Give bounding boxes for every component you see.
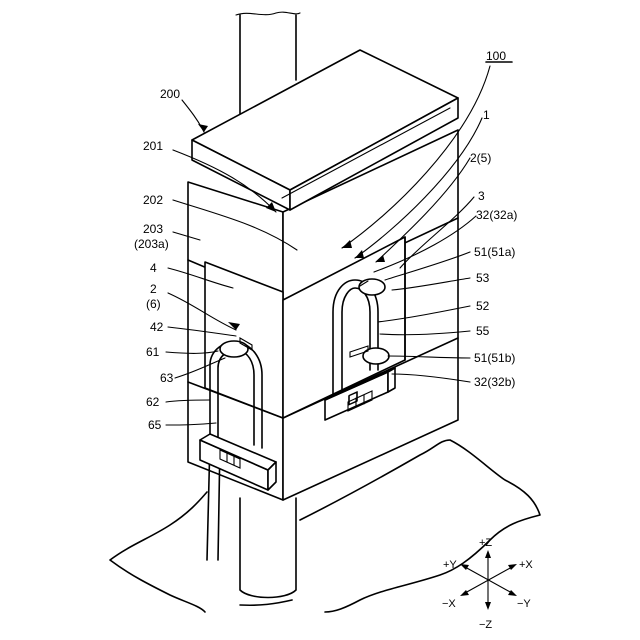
- label-1: 1: [483, 108, 490, 122]
- label-201: 201: [143, 139, 163, 153]
- label-53: 53: [476, 271, 490, 285]
- axis-plus-z: +Z: [479, 537, 492, 549]
- axis-minus-y: −Y: [517, 598, 531, 610]
- label-32a: 32(32a): [476, 208, 517, 222]
- axis-plus-x: +X: [519, 559, 533, 571]
- label-51a: 51(51a): [474, 245, 515, 259]
- axis-minus-x: −X: [442, 598, 456, 610]
- label-200: 200: [160, 87, 180, 101]
- axis-minus-z: −Z: [479, 619, 492, 631]
- label-3: 3: [478, 189, 485, 203]
- label-2-5: 2(5): [470, 151, 491, 165]
- label-32b: 32(32b): [474, 375, 515, 389]
- label-55: 55: [476, 324, 490, 338]
- label-63: 63: [160, 371, 174, 385]
- label-62: 62: [146, 395, 160, 409]
- label-203: 203: [143, 222, 163, 236]
- axis-indicator: +Z −Z +X −X +Y −Y: [442, 537, 533, 631]
- label-203a: (203a): [134, 237, 169, 251]
- label-42: 42: [150, 320, 164, 334]
- label-2: 2: [150, 282, 157, 296]
- label-4: 4: [150, 261, 157, 275]
- label-100: 100: [486, 49, 506, 63]
- label-6: (6): [146, 297, 161, 311]
- label-52: 52: [476, 299, 490, 313]
- axis-plus-y: +Y: [443, 559, 457, 571]
- label-51b: 51(51b): [474, 351, 515, 365]
- label-61: 61: [146, 345, 160, 359]
- label-202: 202: [143, 193, 163, 207]
- label-65: 65: [148, 418, 162, 432]
